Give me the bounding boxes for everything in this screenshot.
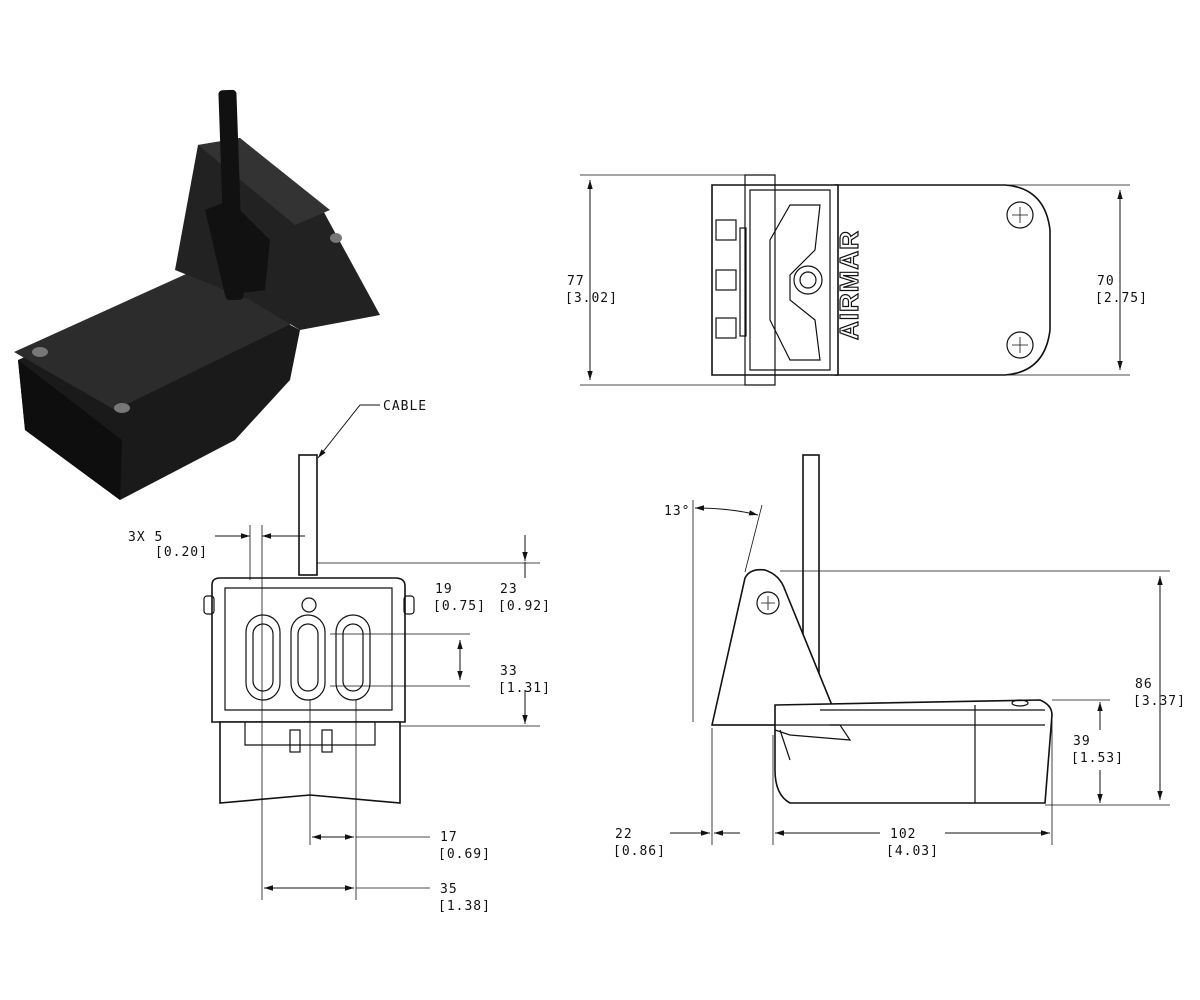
side-view: 13° 86 [3.37] 39 [1.53] 22 [0.86] 102 [4…: [613, 454, 1186, 859]
screw-icon: [32, 347, 48, 357]
dim-19-mm: 19: [435, 582, 453, 597]
dim-86-in: [3.37]: [1133, 694, 1186, 709]
cable-label: CABLE: [383, 399, 427, 414]
dim-33-mm: 33: [500, 664, 518, 679]
screw-icon: [1006, 201, 1034, 229]
screw-icon: [1006, 331, 1034, 359]
dim-23-mm: 23: [500, 582, 518, 597]
top-view: AIRMAR 77 [3.02] 70 [2.75]: [565, 174, 1148, 386]
dim-35-mm: 35: [440, 882, 458, 897]
screw-icon: [114, 403, 130, 413]
screw-icon: [330, 233, 342, 243]
mounting-slots: [245, 614, 371, 701]
dim-70-mm: 70: [1097, 274, 1115, 289]
dim-3x5-mm: 3X 5: [128, 530, 163, 545]
front-view: CABLE 3X 5 [0.20] 23 [0.: [128, 399, 551, 914]
dim-22-in: [0.86]: [613, 844, 666, 859]
dim-70-in: [2.75]: [1095, 291, 1148, 306]
angle-label: 13°: [664, 504, 690, 519]
dim-33-in: [1.31]: [498, 681, 551, 696]
dim-19-in: [0.75]: [433, 599, 486, 614]
dim-35-in: [1.38]: [438, 899, 491, 914]
dim-102-in: [4.03]: [886, 844, 939, 859]
dim-17-in: [0.69]: [438, 847, 491, 862]
dim-86-mm: 86: [1135, 677, 1153, 692]
dim-17-mm: 17: [440, 830, 458, 845]
brand-logo: AIRMAR: [834, 230, 864, 340]
dim-77-in: [3.02]: [565, 291, 618, 306]
dim-77-mm: 77: [567, 274, 585, 289]
dim-102-mm: 102: [890, 827, 916, 842]
dim-39-in: [1.53]: [1071, 751, 1124, 766]
dim-22-mm: 22: [615, 827, 633, 842]
transducer-3d-render: [14, 89, 380, 500]
screw-icon: [756, 591, 780, 615]
dim-3x5-in: [0.20]: [155, 545, 208, 560]
dim-23-in: [0.92]: [498, 599, 551, 614]
dim-39-mm: 39: [1073, 734, 1091, 749]
